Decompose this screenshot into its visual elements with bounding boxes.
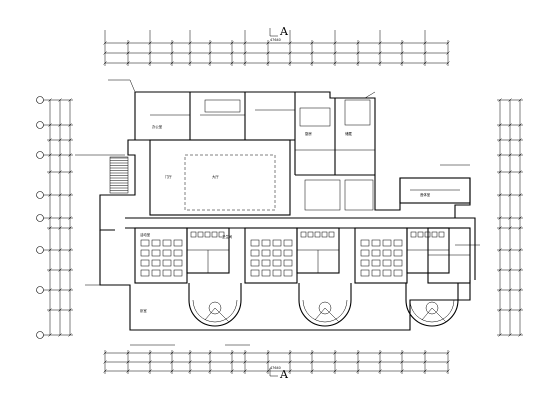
top-grid-bubbles: [104, 30, 426, 40]
bottom-dimension-chain: 47640: [103, 350, 450, 374]
right-dimension-chain: [497, 98, 523, 337]
staircase: [109, 156, 129, 194]
section-marker-top: A: [269, 25, 289, 38]
room-label-classroom: 活动室: [140, 232, 151, 237]
room-label-bedroom: 卧室: [140, 308, 147, 313]
svg-text:A: A: [279, 368, 289, 381]
svg-text:A: A: [279, 25, 289, 38]
room-label-music: 音体室: [420, 192, 431, 197]
room-label-toilet: 卫生间: [222, 234, 233, 239]
top-dimension-chain: 47640: [103, 38, 450, 66]
svg-text:47640: 47640: [270, 38, 281, 42]
svg-text:47640: 47640: [270, 366, 281, 370]
room-label-kitchen: 厨房: [305, 131, 312, 136]
room-label-hall: 大厅: [212, 174, 219, 179]
leader-lines: [75, 79, 480, 346]
classroom-units: [134, 227, 471, 284]
left-dimension-chain: [47, 98, 73, 337]
left-grid-bubbles: [36, 96, 47, 339]
room-label-office: 办公室: [152, 124, 163, 129]
room-label-storage: 储藏: [345, 131, 352, 136]
room-labels: 大厅 门厅 办公室 厨房 储藏 音体室 活动室 卧室 卫生间: [140, 124, 431, 313]
room-label-entrance: 门厅: [165, 174, 172, 179]
section-marker-bottom: A: [269, 368, 289, 381]
semicircle-bays: [188, 283, 459, 327]
